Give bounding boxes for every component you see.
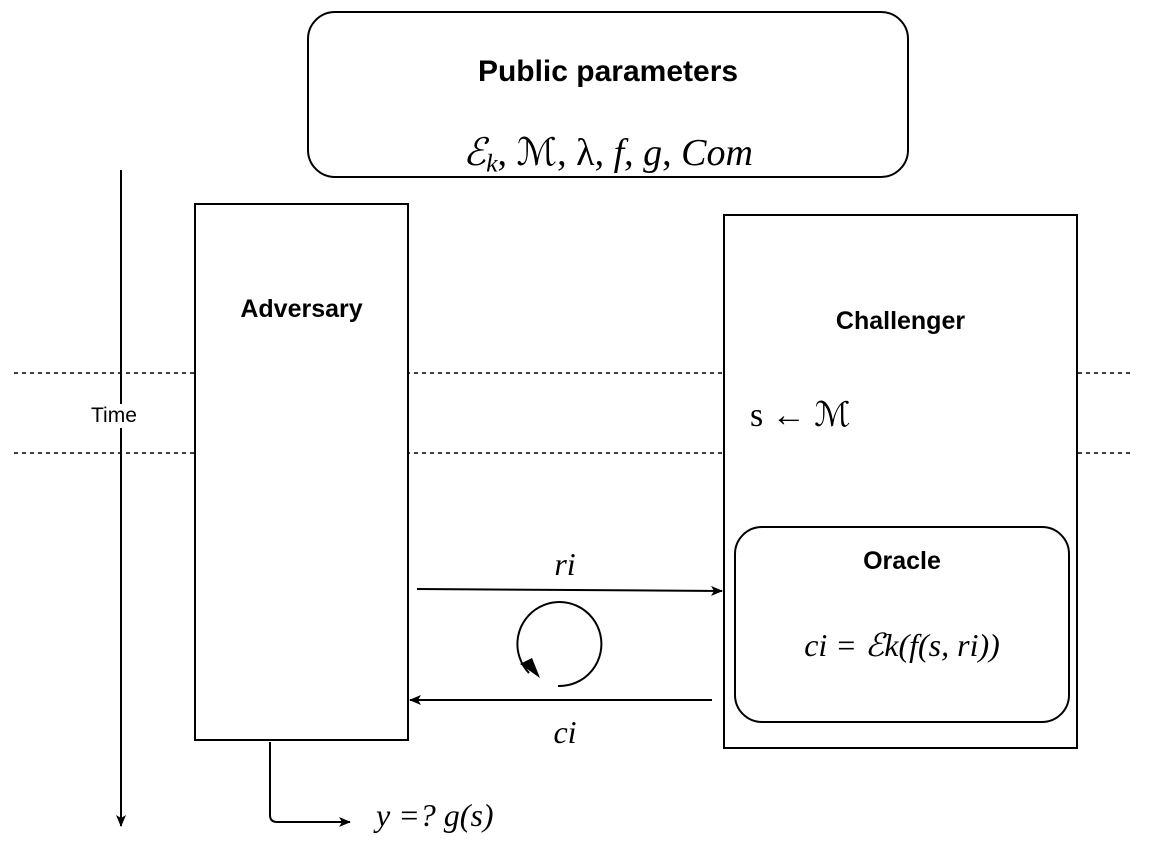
public-parameters-box	[307, 11, 909, 178]
encryption-symbol: ℰ	[463, 132, 487, 174]
param-f: f	[613, 132, 625, 174]
oracle-formula: ci = ℰk(f(s, ri))	[734, 626, 1070, 664]
encryption-key-subscript: k	[486, 148, 498, 178]
request-label: ri	[540, 546, 590, 583]
response-label-text: ci	[553, 714, 577, 750]
output-check-text: y =? g(s)	[376, 797, 494, 833]
adversary-box	[194, 203, 409, 741]
params-segment-2: ,	[624, 132, 644, 174]
param-com: Com	[681, 132, 753, 174]
challenger-label: Challenger	[835, 307, 966, 335]
params-segment-3: ,	[662, 132, 682, 174]
time-label: Time	[88, 404, 140, 428]
oracle-formula-text: ci = ℰk(f(s, ri))	[804, 627, 1000, 663]
public-parameters-title: Public parameters	[477, 55, 739, 88]
loop-icon	[516, 601, 603, 688]
oracle-box	[734, 526, 1070, 723]
output-arrow	[269, 742, 351, 827]
loop-icon-head	[520, 658, 540, 678]
public-parameters-list: ℰk, ℳ, λ, f, g, Com	[307, 130, 909, 178]
response-label: ci	[540, 714, 590, 751]
oracle-label: Oracle	[863, 547, 941, 575]
secret-sampling-text: s ← ℳ	[750, 397, 851, 434]
secret-sampling: s ← ℳ	[750, 395, 851, 435]
request-label-text: ri	[554, 546, 576, 582]
request-arrow	[416, 585, 723, 596]
output-check: y =? g(s)	[376, 797, 494, 834]
adversary-label: Adversary	[240, 295, 363, 323]
params-segment-1: , ℳ, λ,	[497, 132, 614, 174]
param-g: g	[643, 132, 663, 174]
